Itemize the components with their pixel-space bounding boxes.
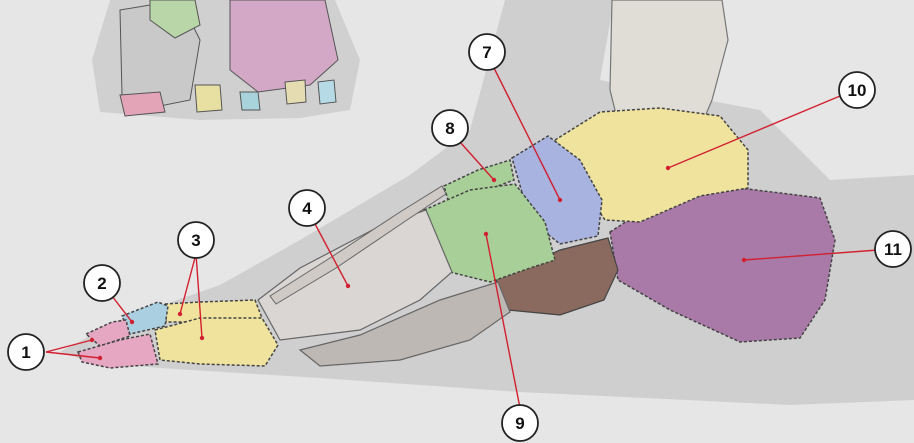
leader-dot-11: [742, 258, 746, 262]
leader-dot-1b: [98, 356, 102, 360]
callout-3: 3: [178, 222, 214, 258]
callout-1: 1: [8, 334, 44, 370]
top-bone-tan: [285, 80, 306, 104]
callout-9-text: 9: [515, 414, 524, 433]
callout-4: 4: [289, 190, 325, 226]
callout-8-text: 8: [445, 119, 454, 138]
leader-dot-1a: [90, 338, 94, 342]
callout-2-text: 2: [97, 274, 106, 293]
leader-dot-8: [492, 178, 496, 182]
callout-2: 2: [84, 265, 120, 301]
leader-dot-3a: [178, 312, 182, 316]
callout-8: 8: [432, 110, 468, 146]
leader-dot-7: [558, 198, 562, 202]
leader-dot-9: [484, 232, 488, 236]
leader-2: [112, 296, 132, 322]
callout-4-text: 4: [302, 199, 312, 218]
leader-dot-3b: [200, 336, 204, 340]
callout-1-text: 1: [21, 343, 30, 362]
callout-7-text: 7: [482, 43, 491, 62]
callout-3-text: 3: [191, 231, 200, 250]
leader-dot-2: [130, 320, 134, 324]
top-bone-cyan: [240, 92, 260, 110]
callout-10-text: 10: [848, 81, 867, 100]
leader-dot-10: [666, 166, 670, 170]
top-bone-yellow: [195, 85, 222, 112]
callout-10: 10: [839, 72, 875, 108]
callout-11-text: 11: [884, 240, 902, 259]
callout-11: 11: [875, 231, 911, 267]
proximal-phalanx-lower: [155, 318, 278, 366]
top-bone-pink-toe: [120, 92, 165, 116]
leader-dot-4: [346, 284, 350, 288]
top-bone-lightblue: [318, 80, 336, 104]
callout-9: 9: [502, 405, 538, 441]
callout-7: 7: [469, 34, 505, 70]
